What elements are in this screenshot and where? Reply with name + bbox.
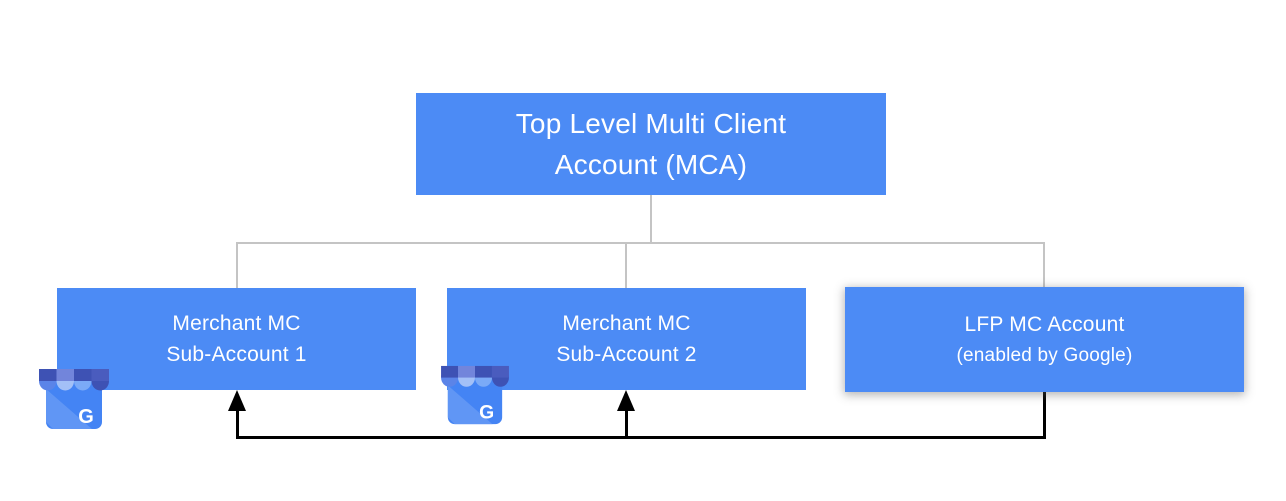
google-my-business-icon: G — [441, 365, 509, 425]
store-body-fold — [46, 389, 92, 429]
node-mca-line1: Top Level Multi Client — [515, 108, 787, 139]
arrow-stem-to-sub1 — [236, 408, 239, 436]
node-sub1-line1: Merchant MC — [172, 312, 301, 335]
tree-line-to-lfp — [1043, 243, 1045, 287]
arrow-line-horizontal — [236, 436, 1046, 439]
google-my-business-icon: G — [39, 369, 109, 429]
awning-stripe — [491, 365, 509, 378]
node-top-level-mca: Top Level Multi Client Account (MCA) — [416, 93, 886, 195]
arrowhead-to-sub2 — [617, 390, 635, 411]
awning — [441, 365, 509, 387]
tree-line-horizontal — [236, 242, 1045, 244]
tree-line-from-mca — [650, 195, 652, 243]
store-body-fold — [447, 385, 493, 425]
node-merchant-sub-account-1: Merchant MC Sub-Account 1 — [57, 288, 416, 390]
node-sub1-line2: Sub-Account 1 — [166, 343, 307, 366]
awning-stripe — [458, 365, 475, 378]
g-letter: G — [78, 406, 94, 428]
arrow-stem-to-sub2 — [625, 408, 628, 436]
node-lfp-line2: (enabled by Google) — [956, 344, 1133, 366]
awning-stripe — [91, 369, 109, 381]
node-sub2-line2: Sub-Account 2 — [556, 343, 697, 366]
node-sub2-line1: Merchant MC — [562, 312, 691, 335]
tree-line-to-sub1 — [236, 243, 238, 288]
node-lfp-line1: LFP MC Account — [964, 312, 1125, 336]
awning-stripe — [74, 369, 92, 381]
node-mca-line2: Account (MCA) — [554, 149, 748, 180]
g-letter: G — [479, 401, 494, 423]
awning-stripe — [56, 369, 74, 381]
awning-stripe — [441, 365, 459, 378]
awning — [39, 369, 109, 391]
awning-stripe — [475, 365, 492, 378]
arrowhead-to-sub1 — [228, 390, 246, 411]
tree-line-to-sub2 — [625, 243, 627, 288]
node-lfp-mc-account: LFP MC Account (enabled by Google) — [845, 287, 1244, 392]
awning-stripe — [39, 369, 57, 381]
arrow-line-from-lfp — [1043, 392, 1046, 438]
